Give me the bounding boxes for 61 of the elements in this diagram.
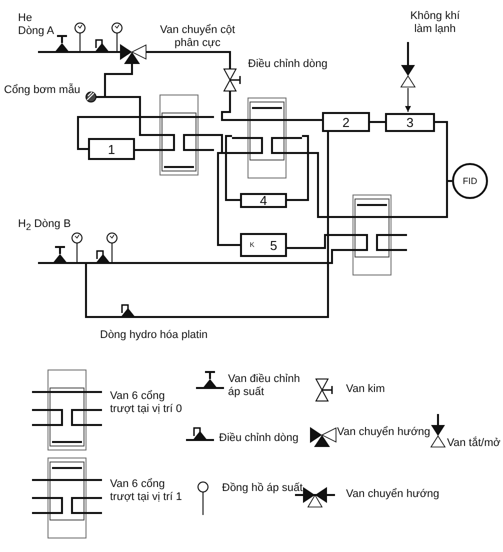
text-label: Điều chỉnh dòng <box>248 58 329 71</box>
text-label: Không khí làm lạnh <box>409 10 461 36</box>
node-label: 5 <box>270 238 278 252</box>
text-label: He Dòng A <box>18 12 56 38</box>
legend-label: Van tắt/mở <box>447 437 502 450</box>
pipe-line <box>217 152 240 246</box>
legend-label: Van 6 cổng trượt tại vị trí 1 <box>110 478 184 504</box>
pipe-line <box>225 135 240 201</box>
flow-controller-icon <box>88 39 116 53</box>
pipe-line <box>302 119 322 121</box>
pipe-line <box>135 149 144 151</box>
pipe-line <box>221 91 232 121</box>
column-box <box>240 233 287 257</box>
node-label: 4 <box>260 193 268 208</box>
text-label: Dòng hydro hóa platin <box>100 329 209 342</box>
text-label: Van chuyển cột phân cực <box>158 24 236 50</box>
pipe-line <box>370 121 385 123</box>
legend-label: Đồng hồ áp suất <box>222 482 304 495</box>
pipe-line <box>142 132 329 318</box>
slide-valve-drawing <box>143 94 215 176</box>
slide-valve-drawing <box>231 98 303 178</box>
legend-label: Van chuyển hướng <box>337 426 432 439</box>
pipe-line <box>38 262 46 264</box>
pressure-regulator-icon <box>46 246 74 264</box>
node-label: FID <box>462 176 478 186</box>
flow-controller-icon <box>114 304 142 318</box>
sample-port-icon <box>86 92 96 102</box>
legend-label: Điều chỉnh dòng <box>219 432 300 445</box>
legend-label: Van chuyển hướng <box>346 488 440 501</box>
pipe-line <box>96 96 144 136</box>
pipe-line <box>74 262 114 318</box>
legend-label: Van điều chỉnh áp suất <box>228 373 301 399</box>
needle-valve-icon <box>223 68 241 92</box>
node-label: 3 <box>406 115 414 130</box>
column-box <box>240 193 287 208</box>
pipe-line <box>287 234 337 249</box>
legend-label: Van kim <box>346 383 386 396</box>
legend-label: Van 6 cổng trượt tại vị trí 0 <box>110 390 184 416</box>
column-box <box>385 113 435 132</box>
pipe-line <box>76 51 88 53</box>
pressure-regulator-icon <box>48 35 76 53</box>
pipe-line <box>287 135 309 201</box>
pipe-line <box>146 51 231 69</box>
text-label: Cổng bơm mẫu <box>4 84 82 97</box>
pipe-line <box>117 249 337 264</box>
pipe-line <box>38 51 48 53</box>
column-box <box>88 138 135 160</box>
pipe-line <box>302 152 337 218</box>
diverter-valve-icon <box>120 44 146 64</box>
flow-controller-icon <box>89 250 117 264</box>
detector-circle <box>452 163 488 199</box>
node-label: 2 <box>342 114 350 130</box>
pipe-line <box>407 180 452 218</box>
arrow <box>405 88 411 112</box>
slide-valve-drawing <box>336 194 408 276</box>
shutoff-valve-icon <box>400 65 416 88</box>
pipe-line <box>407 42 409 65</box>
text-label: H$_{2}$ Dòng B <box>18 218 72 234</box>
pipe-line <box>77 116 144 150</box>
column-box <box>322 112 370 132</box>
node-label: 1 <box>108 142 116 156</box>
